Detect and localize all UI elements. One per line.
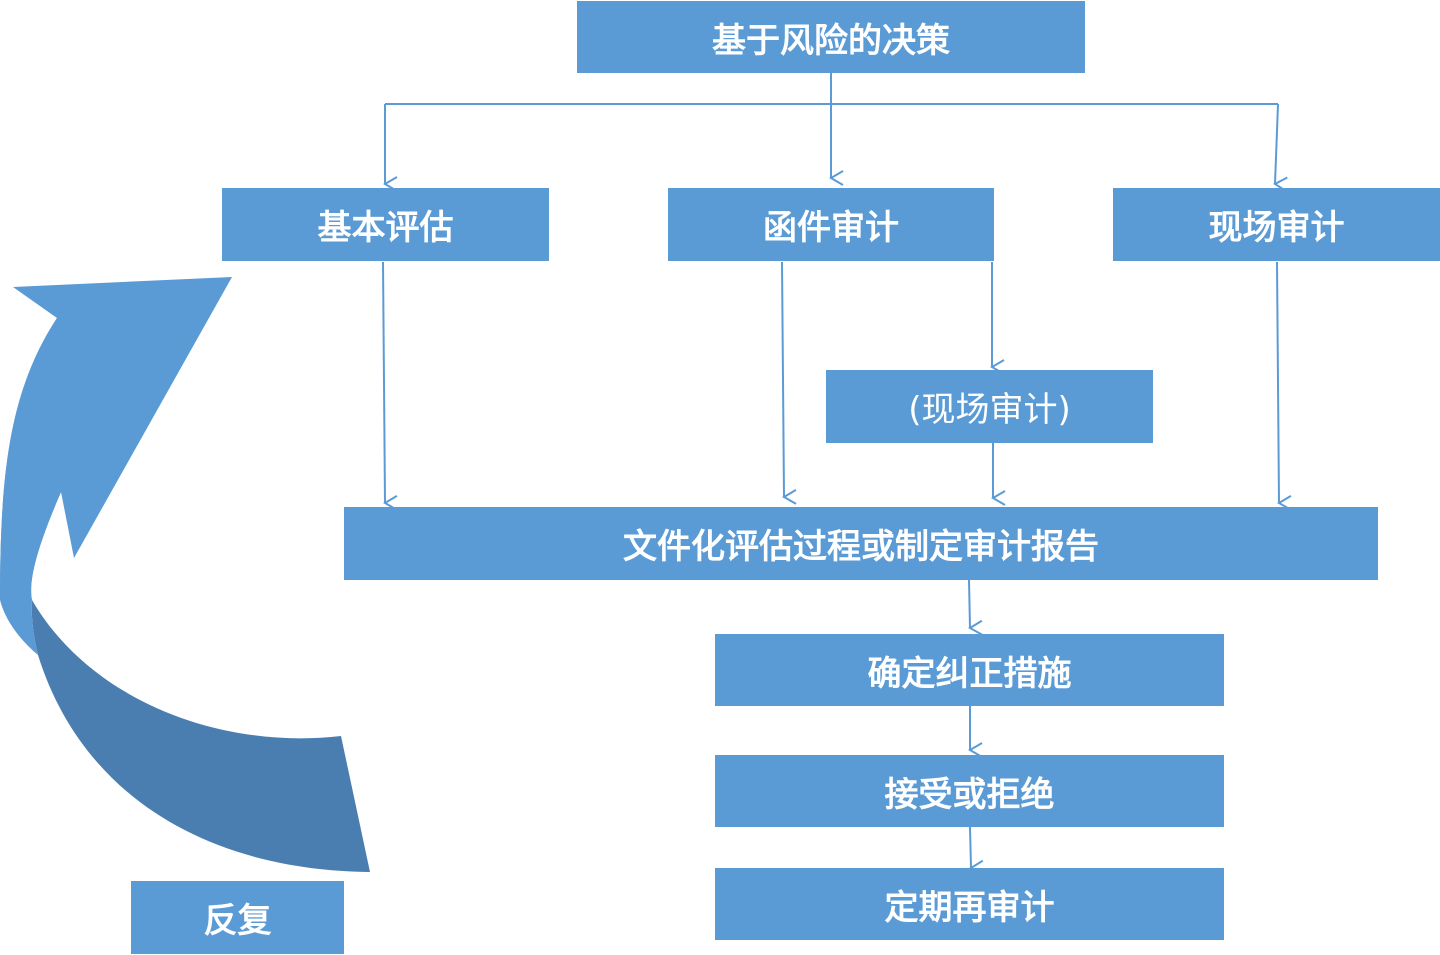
- optional-onsite-audit-box: (现场审计): [826, 370, 1153, 443]
- basic-assessment-label: 基本评估: [317, 208, 454, 248]
- documentation-box: 文件化评估过程或制定审计报告: [344, 507, 1378, 580]
- repeat-arrow-head: [0, 277, 232, 600]
- corrective-actions-label: 确定纠正措施: [867, 653, 1072, 694]
- repeat-arrow-blend: [0, 600, 38, 655]
- connector-letter-to-doc: [781, 261, 797, 505]
- risk-based-decision-box: 基于风险的决策: [577, 1, 1085, 73]
- basic-assessment-box: 基本评估: [222, 188, 549, 261]
- connector-to-onsite: [1273, 103, 1288, 193]
- connector-basic-to-doc: [382, 261, 398, 511]
- connector-doc-to-corrective: [968, 579, 983, 636]
- accept-reject-box: 接受或拒绝: [715, 755, 1224, 827]
- periodic-reaudit-label: 定期再审计: [884, 887, 1055, 928]
- repeat-box: 反复: [131, 881, 344, 954]
- optional-onsite-audit-label: (现场审计): [908, 390, 1071, 430]
- letter-audit-label: 函件审计: [763, 208, 899, 248]
- connector-onsite-to-doc: [1276, 261, 1292, 511]
- onsite-audit-box: 现场审计: [1113, 188, 1440, 261]
- risk-based-decision-label: 基于风险的决策: [712, 20, 950, 61]
- repeat-loop-arrow-icon: [0, 277, 370, 872]
- repeat-label: 反复: [203, 901, 272, 941]
- corrective-actions-box: 确定纠正措施: [715, 634, 1224, 706]
- repeat-arrow-body-light: [0, 318, 61, 600]
- repeat-arrow-body-dark: [31, 600, 370, 872]
- onsite-audit-label: 现场审计: [1208, 208, 1345, 248]
- letter-audit-box: 函件审计: [668, 188, 994, 261]
- documentation-label: 文件化评估过程或制定审计报告: [623, 527, 1099, 567]
- connector-accept-to-reaudit: [969, 826, 984, 876]
- periodic-reaudit-box: 定期再审计: [715, 868, 1224, 940]
- accept-reject-label: 接受或拒绝: [884, 774, 1055, 815]
